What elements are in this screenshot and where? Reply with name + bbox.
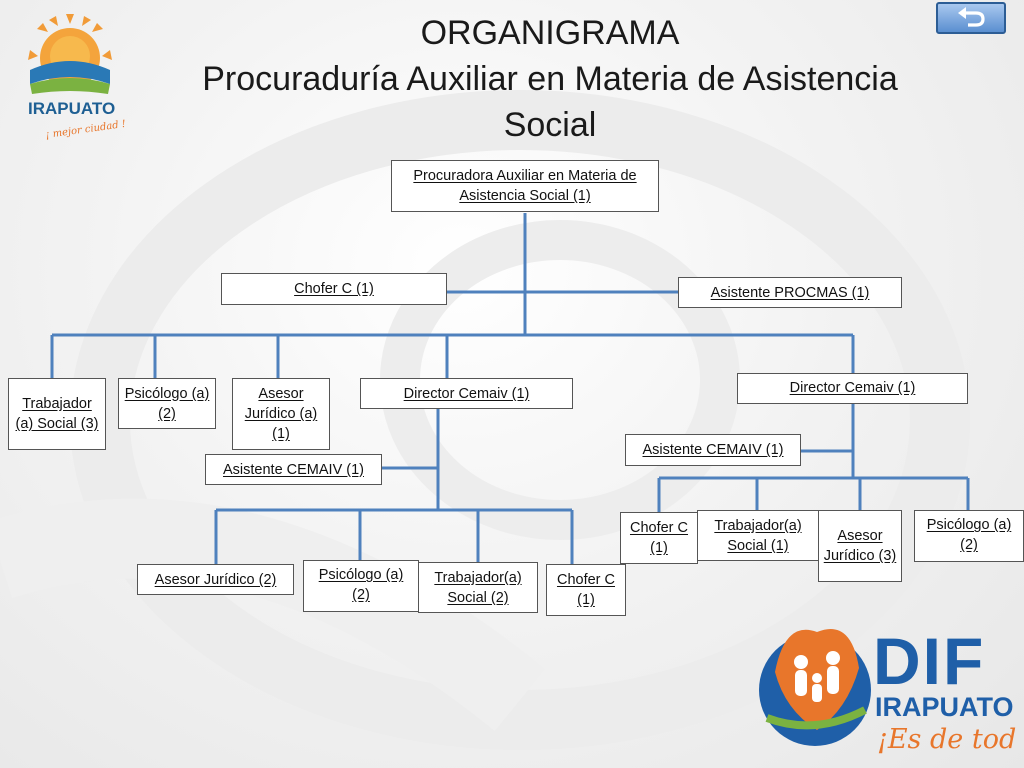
dif-wordmark: DIF bbox=[873, 624, 985, 698]
org-box-label: Chofer C (1) bbox=[556, 572, 616, 608]
org-box-asistente-right: Asistente CEMAIV (1) bbox=[625, 434, 801, 466]
return-arrow-icon bbox=[958, 7, 985, 27]
org-box-asistente-procmas: Asistente PROCMAS (1) bbox=[678, 277, 902, 308]
org-box-asesor-juridico: Asesor Jurídico (a) (1) bbox=[232, 378, 330, 450]
org-box-right-trabajador: Trabajador(a) Social (1) bbox=[697, 510, 819, 561]
org-box-label: Psicólogo (a) (2) bbox=[926, 517, 1012, 553]
org-box-label: Asesor Jurídico (2) bbox=[154, 571, 277, 588]
dif-slogan: ¡Es de todos! bbox=[877, 724, 1017, 755]
org-box-label: Asesor Jurídico (3) bbox=[823, 528, 897, 564]
org-box-left-trabajador: Trabajador(a) Social (2) bbox=[418, 562, 538, 613]
org-box-chofer-top: Chofer C (1) bbox=[221, 273, 447, 305]
org-box-label: Psicólogo (a) (2) bbox=[124, 385, 210, 422]
org-box-trabajador-social: Trabajador (a) Social (3) bbox=[8, 378, 106, 450]
org-box-procuradora: Procuradora Auxiliar en Materia de Asist… bbox=[391, 160, 659, 212]
org-box-right-psicologo: Psicólogo (a) (2) bbox=[914, 510, 1024, 562]
org-box-label: Chofer C (1) bbox=[294, 281, 374, 297]
page-subtitle: Procuraduría Auxiliar en Materia de Asis… bbox=[202, 60, 898, 144]
org-box-label: Asesor Jurídico (a) (1) bbox=[244, 386, 318, 442]
org-box-label: Chofer C (1) bbox=[629, 520, 689, 556]
org-box-left-asesor: Asesor Jurídico (2) bbox=[137, 564, 294, 595]
org-box-right-chofer: Chofer C (1) bbox=[620, 512, 698, 564]
org-box-left-chofer: Chofer C (1) bbox=[546, 564, 626, 616]
org-box-label: Director Cemaiv (1) bbox=[789, 380, 916, 396]
org-box-label: Procuradora Auxiliar en Materia de Asist… bbox=[413, 168, 637, 204]
org-box-psicologo: Psicólogo (a) (2) bbox=[118, 378, 216, 429]
dif-logo: DIF IRAPUATO ¡Es de todos! bbox=[755, 612, 1024, 762]
org-box-left-psicologo: Psicólogo (a) (2) bbox=[303, 560, 419, 612]
org-box-director-left: Director Cemaiv (1) bbox=[360, 378, 573, 409]
irapuato-logo: IRAPUATO ¡ mejor ciudad ! bbox=[20, 8, 130, 148]
org-box-label: Asistente CEMAIV (1) bbox=[222, 461, 364, 478]
irapuato-wordmark: IRAPUATO bbox=[28, 99, 115, 118]
org-box-label: Psicólogo (a) (2) bbox=[318, 567, 404, 603]
back-button[interactable] bbox=[936, 2, 1006, 34]
dif-city: IRAPUATO bbox=[875, 692, 1014, 722]
org-box-label: Trabajador (a) Social (3) bbox=[15, 396, 99, 432]
page-title: ORGANIGRAMA bbox=[420, 14, 680, 52]
org-box-director-right: Director Cemaiv (1) bbox=[737, 373, 968, 404]
org-box-label: Trabajador(a) Social (1) bbox=[714, 517, 802, 554]
org-box-label: Asistente PROCMAS (1) bbox=[710, 284, 870, 301]
org-box-label: Trabajador(a) Social (2) bbox=[434, 569, 522, 606]
org-box-label: Director Cemaiv (1) bbox=[403, 385, 530, 402]
org-box-asistente-left: Asistente CEMAIV (1) bbox=[205, 454, 382, 485]
org-box-right-asesor: Asesor Jurídico (3) bbox=[818, 510, 902, 582]
org-box-label: Asistente CEMAIV (1) bbox=[642, 442, 784, 458]
